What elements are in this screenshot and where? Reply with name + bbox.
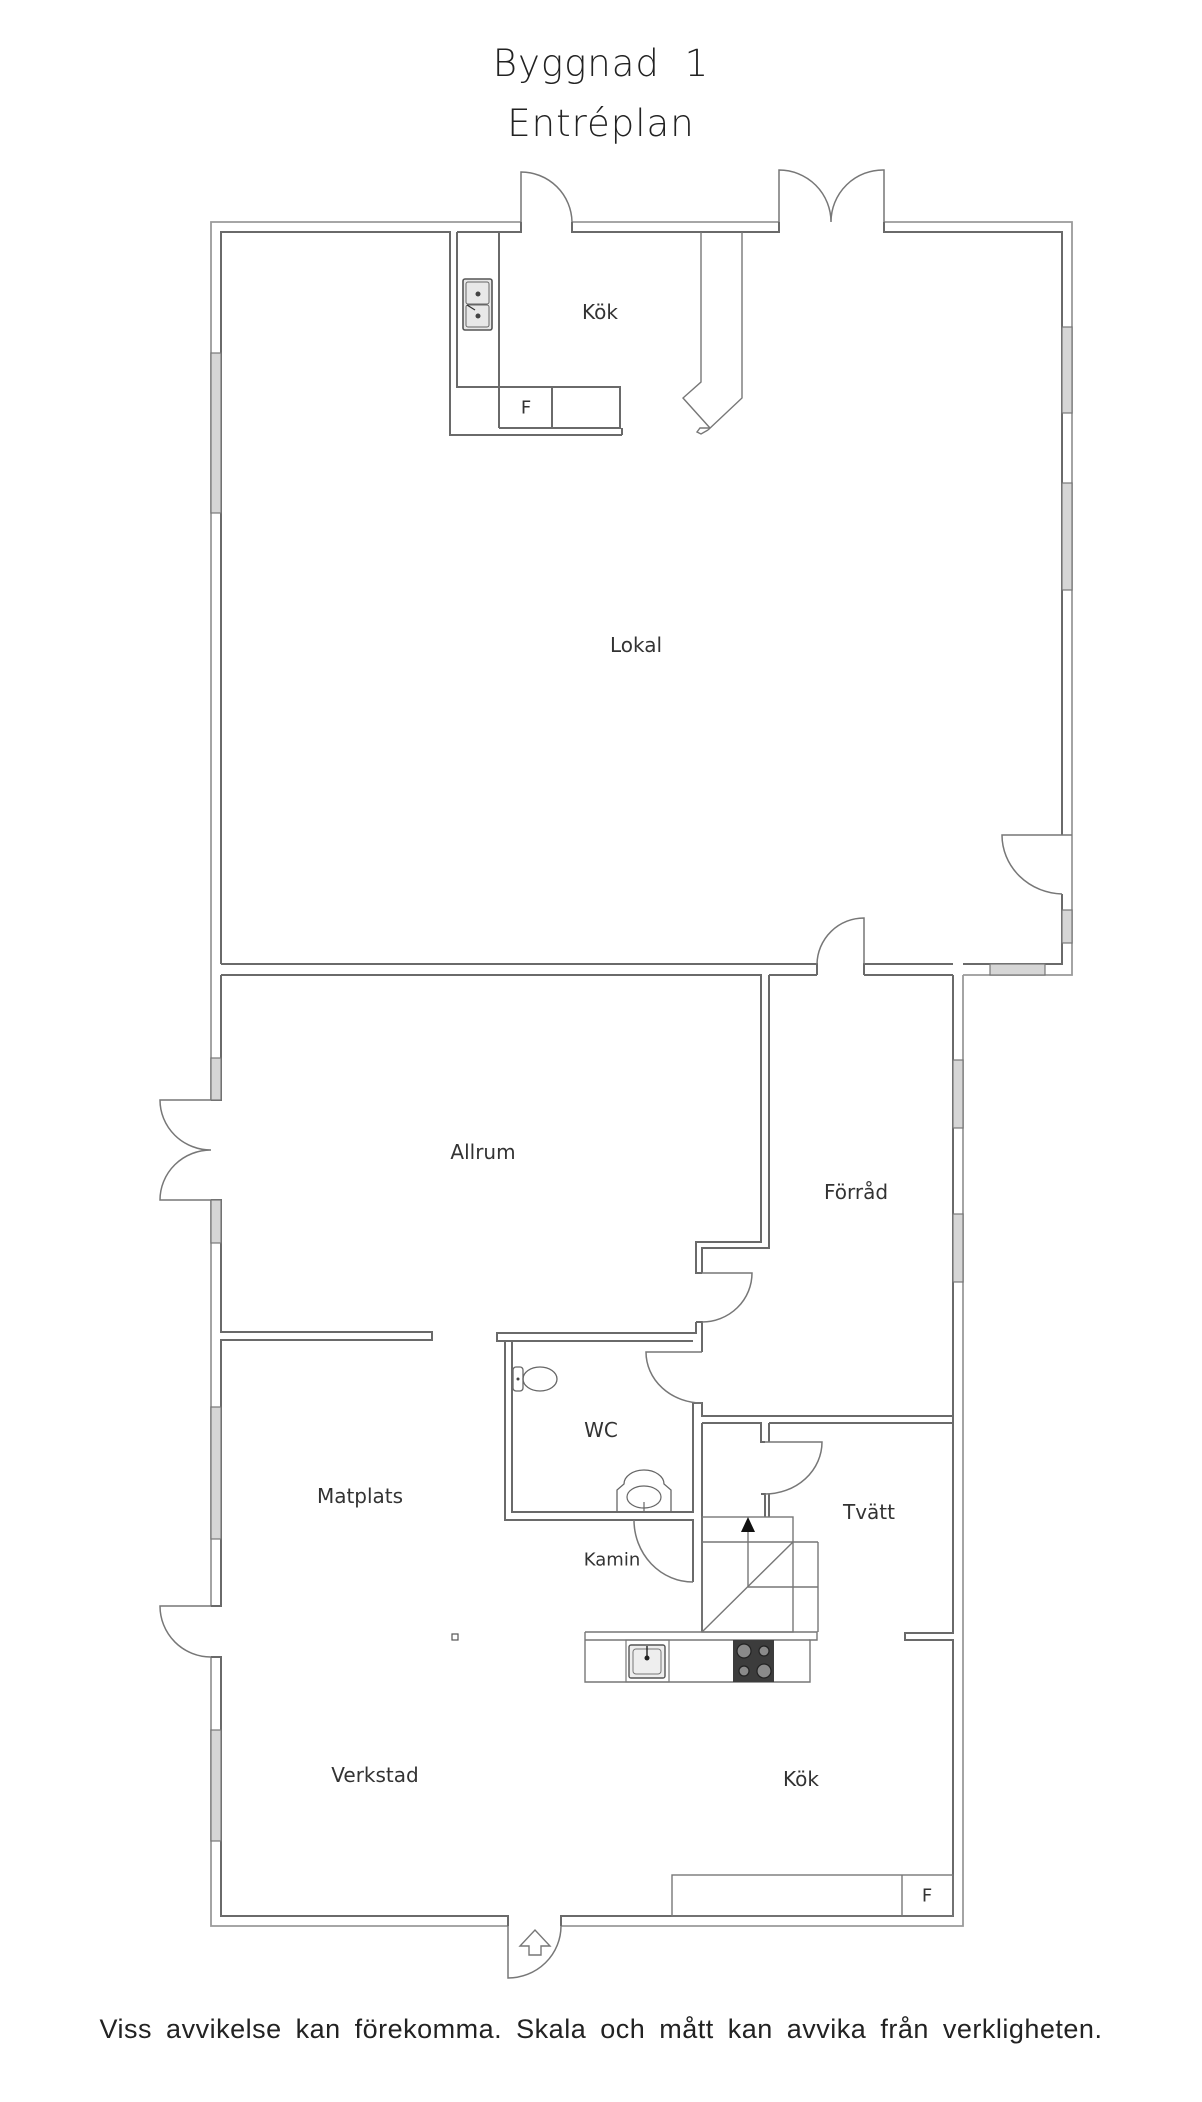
door-kok-entrance <box>520 171 573 223</box>
room-label-matplats: Matplats <box>316 1484 404 1508</box>
window-verkstad <box>210 1729 222 1842</box>
room-label-kok-lower: Kök <box>783 1767 819 1791</box>
door-lokal-double <box>778 169 885 223</box>
kitchen-counter-bottom <box>671 1874 954 1917</box>
plan-title-building: Byggnad 1 <box>492 42 710 85</box>
pillar-marker <box>451 1633 459 1641</box>
door-forrad-corridor <box>645 1351 703 1404</box>
window-lokal-left <box>210 352 222 514</box>
door-wc <box>633 1519 694 1583</box>
door-allrum-double <box>159 1099 212 1201</box>
room-label-wc: WC <box>584 1418 618 1442</box>
window-matplats <box>210 1406 222 1540</box>
window-forrad-2 <box>952 1213 964 1283</box>
stove-hob-icon <box>733 1640 774 1682</box>
sink-icon <box>628 1644 666 1679</box>
staircase <box>701 1516 819 1633</box>
window-forrad-1 <box>952 1059 964 1129</box>
stair-arrow-up-icon <box>741 1517 755 1532</box>
toilet-icon <box>512 1366 558 1392</box>
window-lokal-right-3 <box>1061 909 1073 944</box>
door-allrum-forrad <box>701 1272 753 1323</box>
entrance-arrow-icon <box>518 1928 552 1956</box>
door-lokal-forrad <box>816 917 865 965</box>
window-lokal-right-2 <box>1061 482 1073 591</box>
plan-title-floor: Entréplan <box>507 102 695 145</box>
double-sink-icon <box>462 278 493 331</box>
window-allrum-2 <box>210 1199 222 1244</box>
kitchen-counter-lower <box>584 1631 818 1683</box>
washbasin-icon <box>616 1469 672 1512</box>
window-lokal-right-1 <box>1061 326 1073 414</box>
door-main-entrance <box>507 1925 562 1979</box>
doors <box>159 169 1072 1979</box>
window-allrum-1 <box>210 1057 222 1101</box>
room-label-allrum: Allrum <box>450 1140 516 1164</box>
room-label-lokal: Lokal <box>609 633 663 657</box>
door-tvatt <box>764 1441 823 1495</box>
windows <box>210 326 1073 1842</box>
room-label-forrad: Förråd <box>823 1180 889 1204</box>
room-label-verkstad: Verkstad <box>331 1763 419 1787</box>
fixtures <box>451 278 954 1917</box>
door-matplats-side <box>159 1605 212 1658</box>
disclaimer-text: Viss avvikelse kan förekomma. Skala och … <box>99 2014 1103 2044</box>
duct-shaft <box>682 232 743 435</box>
room-label-kamin: Kamin <box>583 1549 641 1571</box>
door-lokal-right <box>1001 834 1072 895</box>
room-label-tvatt: Tvätt <box>843 1500 895 1524</box>
room-label-kok-upper: Kök <box>582 300 618 324</box>
window-lokal-bottom <box>989 963 1046 976</box>
fridge-label-upper: F <box>520 397 532 419</box>
fridge-label-lower: F <box>921 1885 933 1907</box>
